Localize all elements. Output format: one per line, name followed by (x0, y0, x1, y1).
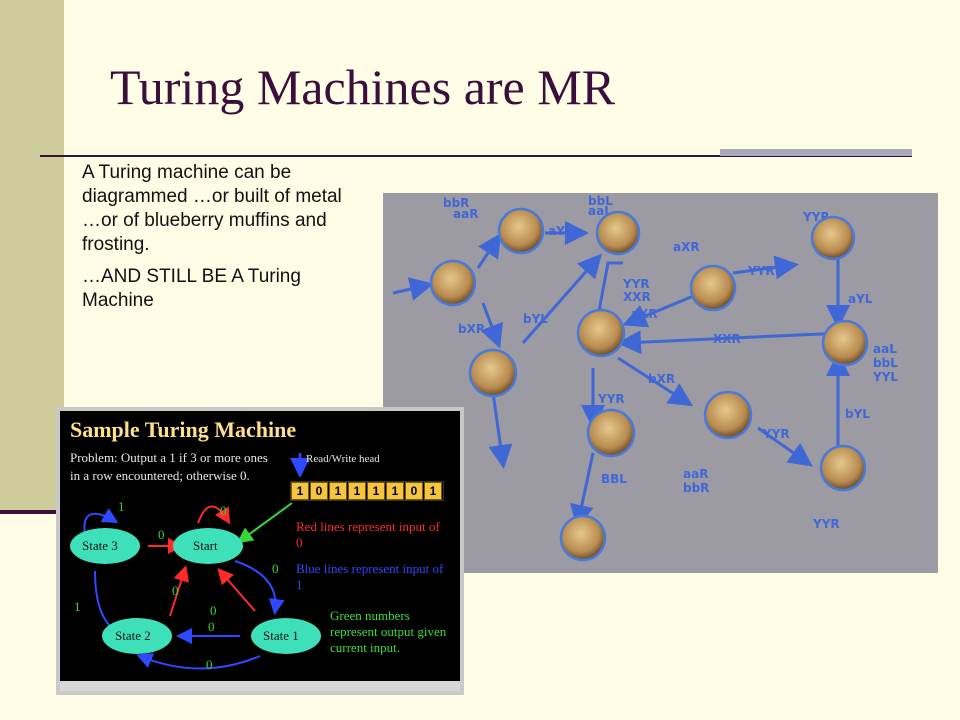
photo-label: aXR (631, 307, 658, 321)
muffin-state (689, 264, 737, 312)
edge-label: 1 (74, 599, 81, 614)
photo-label: bYL (845, 407, 870, 421)
title-underline (40, 155, 912, 157)
state-node (102, 618, 172, 654)
muffin-state (810, 215, 856, 261)
photo-label: XXR (713, 332, 741, 346)
photo-label: bYL (523, 312, 548, 326)
photo-label: YYR (812, 517, 840, 531)
sample-tm-arrows (70, 453, 321, 670)
tape-cell: 1 (329, 482, 347, 500)
legend-green-numbers: Green numbers represent output given cur… (330, 608, 447, 655)
photo-label: aaR (683, 467, 708, 481)
photo-label: aYL (848, 292, 873, 306)
photo-label: aYL (548, 224, 573, 238)
photo-label: aXR (673, 240, 700, 254)
tape-cell: 1 (367, 482, 385, 500)
photo-label: aaL (873, 342, 897, 356)
muffin-state (429, 259, 477, 307)
photo-label: bXR (648, 372, 675, 386)
legend-red-lines: Red lines represent input of 0 (296, 519, 440, 550)
state-node (173, 528, 243, 564)
slide-body: A Turing machine can be diagrammed …or b… (82, 161, 360, 321)
state-3-label: State 3 (82, 538, 118, 553)
muffin-state (497, 207, 545, 255)
sample-tm-footer-strip (60, 681, 460, 691)
edge-label: 0 (210, 603, 217, 618)
title-accent-block (720, 149, 912, 156)
tape-cell: 1 (348, 482, 366, 500)
edge-label: 0 (220, 503, 227, 518)
tape-cell: 1 (291, 482, 309, 500)
muffin-state (821, 319, 869, 367)
photo-label: YYL (872, 370, 898, 384)
state-node (251, 618, 321, 654)
muffin-photo-drawing: bbR aaR bbL aaL aYL bXR bYL YYR XXR aXR … (383, 193, 938, 573)
photo-label: aaR (453, 207, 478, 221)
tape-cell: 1 (424, 482, 442, 500)
edge-label: 0 (172, 583, 179, 598)
edge-label: 0 (158, 527, 165, 542)
sample-tm-title: Sample Turing Machine (70, 417, 297, 442)
muffin-turing-machine-photo: bbR aaR bbL aaL aYL bXR bYL YYR XXR aXR … (383, 193, 938, 573)
sample-tm-board: Sample Turing Machine Problem: Output a … (60, 411, 460, 691)
state-node (70, 528, 140, 564)
photo-label: bbL (588, 194, 613, 208)
muffin-state (703, 390, 753, 440)
tape-cell: 1 (386, 482, 404, 500)
sample-tm-problem: Problem: Output a 1 if 3 or more ones in… (70, 450, 268, 483)
tape-cell: 0 (310, 482, 328, 500)
edge-label: 1 (118, 499, 125, 514)
photo-label: bbR (683, 481, 709, 495)
muffin-state (576, 308, 626, 358)
start-state-label: Start (193, 538, 218, 553)
paragraph-diagrammed: A Turing machine can be diagrammed …or b… (82, 162, 342, 255)
photo-label: bXR (458, 322, 485, 336)
slide-title: Turing Machines are MR (110, 59, 616, 115)
photo-label: YYR (597, 392, 625, 406)
photo-label: YYR (747, 264, 775, 278)
state-2-label: State 2 (115, 628, 151, 643)
photo-label: bbR (443, 196, 469, 210)
photo-label: BBL (601, 472, 627, 486)
photo-label: XXR (623, 290, 651, 304)
muffin-state (559, 514, 607, 562)
edge-label: 0 (272, 561, 279, 576)
muffin-state (595, 210, 641, 256)
left-accent-bar (0, 0, 64, 512)
left-accent-rule (0, 510, 64, 514)
photo-label: bbL (873, 356, 898, 370)
muffin-state (586, 408, 636, 458)
muffin-state (819, 444, 867, 492)
photo-label: YYR (622, 277, 650, 291)
muffin-state (468, 348, 518, 398)
sample-turing-machine-image: Sample Turing Machine Problem: Output a … (56, 407, 464, 695)
paragraph-still-tm: …AND STILL BE A Turing Machine (82, 266, 301, 311)
read-write-head-label: Read/Write head (306, 453, 380, 465)
legend-blue-lines: Blue lines represent input of 1 (296, 561, 444, 592)
tape-cell: 0 (405, 482, 423, 500)
edge-label: 0 (206, 657, 213, 672)
tape: 1 0 1 1 1 1 0 1 (290, 481, 444, 501)
photo-label: YYR (762, 427, 790, 441)
edge-label: 0 (208, 619, 215, 634)
state-1-label: State 1 (263, 628, 299, 643)
